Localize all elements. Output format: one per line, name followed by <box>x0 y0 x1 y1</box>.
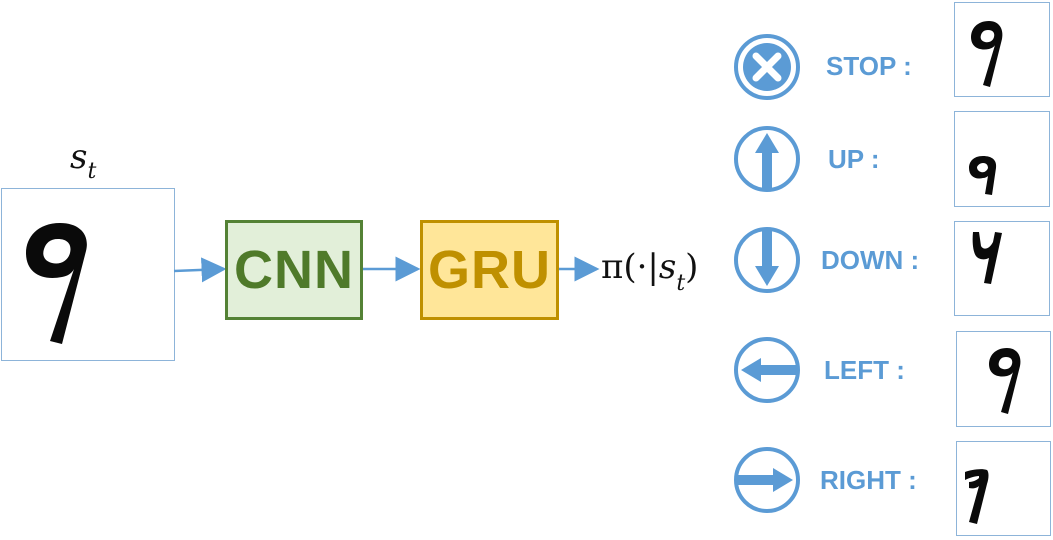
input-state-symbol: s <box>70 137 88 177</box>
digit-nine-glyph <box>989 348 1021 414</box>
action-label-right: RIGHT : <box>820 465 917 495</box>
digit-nine-glyph <box>969 156 997 195</box>
result-image-left <box>956 331 1051 427</box>
policy-variable: s <box>658 247 677 287</box>
digit-nine-glyph <box>972 232 1002 284</box>
result-image-stop <box>954 2 1050 97</box>
digit-nine-glyph <box>965 469 989 524</box>
gru-block: GRU <box>420 220 559 320</box>
gru-label: GRU <box>428 240 551 300</box>
arrow-left-icon <box>734 337 800 403</box>
arrow-right-icon <box>734 447 800 513</box>
input-image <box>1 188 175 361</box>
stop-icon <box>734 34 800 100</box>
input-state-label: st <box>70 137 97 184</box>
policy-suffix: ) <box>685 247 699 287</box>
cnn-block: CNN <box>225 220 363 320</box>
policy-output: π(·|st) <box>601 247 699 294</box>
action-label-up: UP : <box>828 144 880 174</box>
action-label-down: DOWN : <box>821 245 920 275</box>
arrow-down-icon <box>734 227 800 293</box>
input-state-subscript: t <box>87 158 97 184</box>
policy-subscript: t <box>676 270 686 296</box>
result-image-up <box>954 111 1050 207</box>
action-label-stop: STOP : <box>826 51 912 81</box>
policy-prefix: π(·| <box>601 247 659 287</box>
digit-nine-glyph <box>971 21 1003 87</box>
cnn-label: CNN <box>234 240 354 300</box>
arrow-up-icon <box>734 126 800 192</box>
result-image-right <box>956 441 1051 536</box>
action-label-left: LEFT : <box>824 355 905 385</box>
digit-nine-glyph <box>26 223 87 344</box>
result-image-down <box>954 221 1050 316</box>
arrow-input-to-cnn <box>173 257 227 283</box>
